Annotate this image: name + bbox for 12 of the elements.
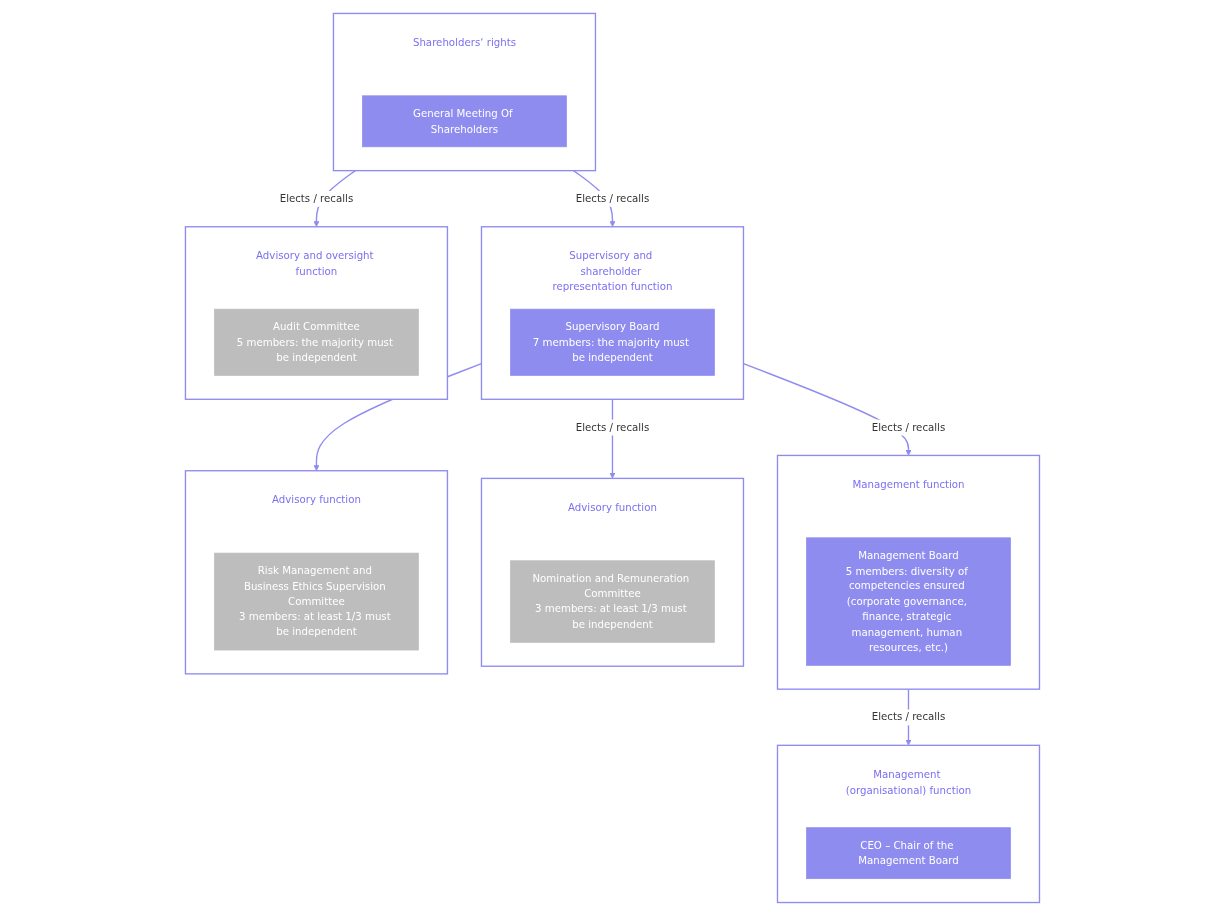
node-box: Management Board 5 members: diversity of competencies ensured (corporate governance, finance, strategic management, human resources, etc.): [806, 537, 1011, 666]
edge-label: Elects / recalls: [575, 421, 650, 434]
node-box: General Meeting Of Shareholders: [362, 95, 567, 148]
node-box: Supervisory Board 7 members: the majority must be independent: [510, 308, 715, 376]
node-box: CEO – Chair of the Management Board: [806, 827, 1011, 880]
edge-label: Elects / recalls: [279, 192, 354, 205]
edge-label: Elects / recalls: [871, 421, 946, 434]
node-box: Nomination and Remuneration Committee 3 members: at least 1/3 must be independent: [510, 560, 715, 643]
edge-label: Elects / recalls: [871, 710, 946, 724]
edge-label: Elects / recalls: [575, 192, 650, 205]
node-box: Audit Committee 5 members: the majority must be independent: [214, 308, 419, 376]
node-box: Risk Management and Business Ethics Supervision Committee 3 members: at least 1/3 must be independent: [214, 552, 419, 651]
